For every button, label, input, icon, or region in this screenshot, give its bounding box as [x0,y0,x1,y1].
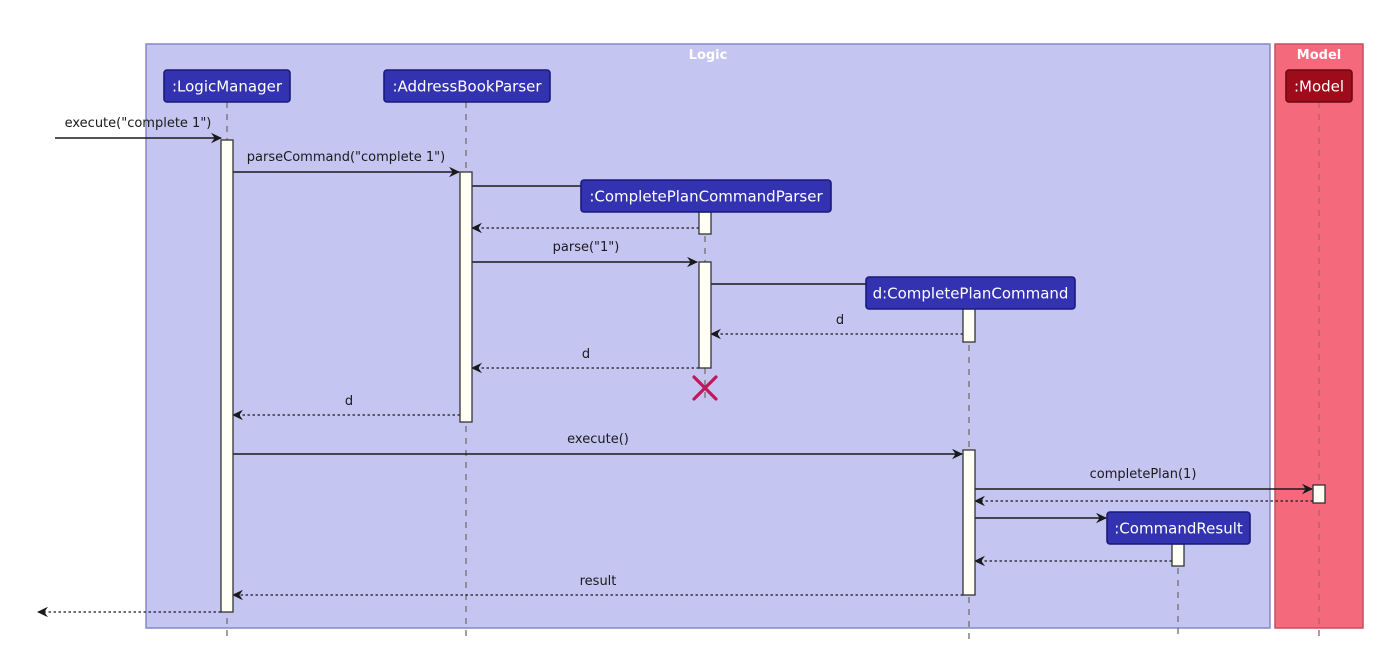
activation-act-model [1312,484,1326,504]
message-label-m1: execute("complete 1") [65,116,212,131]
participant-label-completeplancommand: d:CompletePlanCommand [873,285,1069,303]
participant-commandresult[interactable]: :CommandResult [1106,511,1251,545]
package-title-model: Model [1297,48,1341,63]
activation-act-cpcparser-2 [698,261,712,369]
message-label-m15: result [580,574,617,589]
participant-model[interactable]: :Model [1285,69,1353,103]
message-m8: d [471,347,699,374]
participant-addressbookparser[interactable]: :AddressBookParser [383,69,551,103]
message-label-m2: parseCommand("complete 1") [247,150,445,165]
participant-label-model: :Model [1294,78,1344,96]
message-m9: d [232,394,460,421]
message-label-m5: parse("1") [553,240,620,255]
message-m10: execute() [233,432,963,460]
message-m5: parse("1") [472,240,698,268]
message-m15: result [232,574,963,601]
participant-completeplancommandparser[interactable]: :CompletePlanCommandParser [580,179,832,213]
package-title-logic: Logic [689,48,728,63]
activation-act-logicmanager [220,139,234,613]
activation-act-cpcommand-2 [962,449,976,596]
activation-act-cpcommand-1 [962,307,976,343]
package-model: Model [1274,43,1364,629]
message-label-m11: completePlan(1) [1090,467,1197,482]
message-m11: completePlan(1) [975,467,1313,495]
activation-act-abparser [459,171,473,423]
participant-logicmanager[interactable]: :LogicManager [163,69,291,103]
participant-label-commandresult: :CommandResult [1114,520,1243,538]
message-m1: execute("complete 1") [55,116,222,144]
participant-label-completeplancommandparser: :CompletePlanCommandParser [589,188,823,206]
activation-act-commandresult [1171,543,1185,567]
message-label-m10: execute() [567,432,629,447]
message-label-m8: d [582,347,590,362]
participant-label-logicmanager: :LogicManager [172,78,283,96]
activation-act-cpcparser-1 [698,211,712,235]
destroy-marker-completeplancommandparser [692,375,718,401]
message-m2: parseCommand("complete 1") [233,150,460,178]
message-m7: d [710,313,963,340]
participant-label-addressbookparser: :AddressBookParser [392,78,542,96]
message-label-m7: d [836,313,844,328]
participant-completeplancommand[interactable]: d:CompletePlanCommand [865,276,1076,310]
message-label-m9: d [345,394,353,409]
